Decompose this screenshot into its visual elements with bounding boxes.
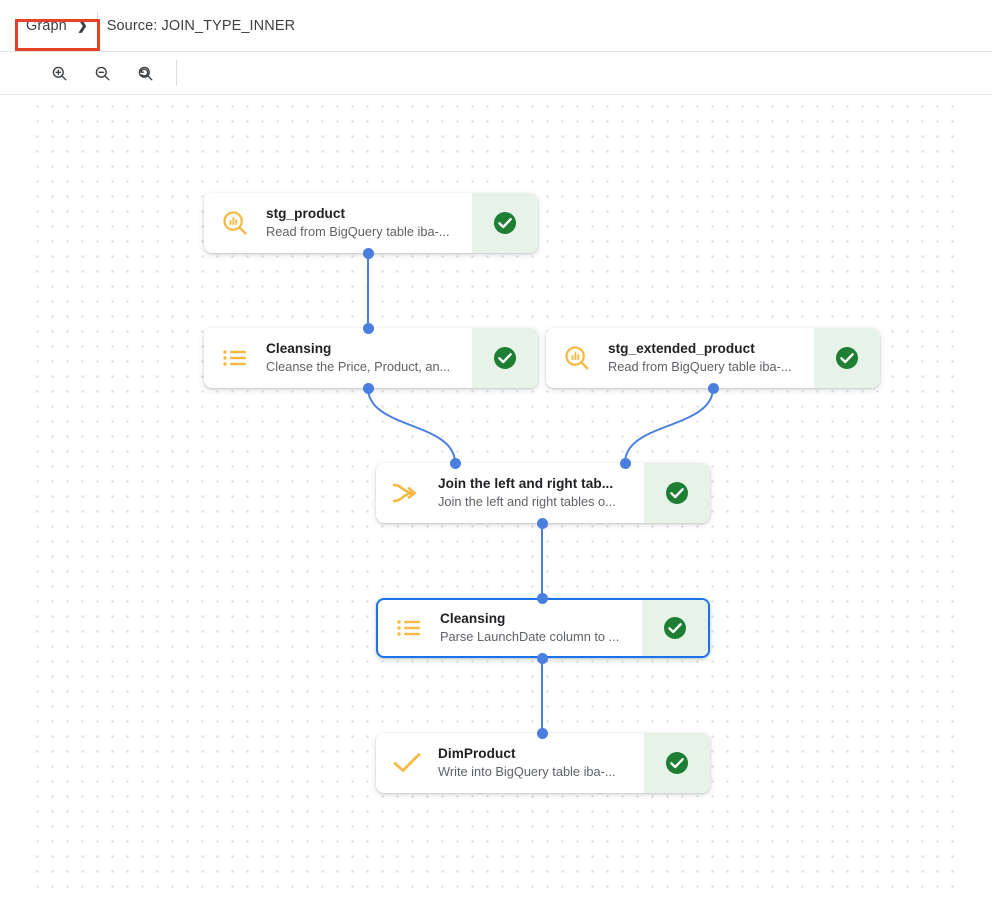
- status-success-icon: [494, 347, 516, 369]
- zoom-out-icon[interactable]: [87, 58, 117, 88]
- canvas-toolbar: [0, 52, 992, 95]
- breadcrumb-item-graph[interactable]: Graph: [26, 17, 67, 34]
- zoom-reset-icon[interactable]: [130, 58, 160, 88]
- zoom-in-icon[interactable]: [44, 58, 74, 88]
- status-success-icon: [666, 482, 688, 504]
- node-status-badge: [644, 733, 710, 793]
- breadcrumb: Graph ❯ Source: JOIN_TYPE_INNER: [0, 0, 295, 51]
- connection-port[interactable]: [362, 322, 374, 334]
- status-success-icon: [666, 752, 688, 774]
- breadcrumb-item-source: Source: JOIN_TYPE_INNER: [106, 17, 296, 34]
- node-status-badge: [644, 463, 710, 523]
- node-description: Parse LaunchDate column to ...: [440, 628, 620, 644]
- node-title: Join the left and right tab...: [438, 475, 614, 491]
- bigquery-source-icon: [546, 328, 608, 388]
- join-arrow-icon: [376, 463, 438, 523]
- sink-check-icon: [376, 733, 438, 793]
- bigquery-source-icon: [204, 193, 266, 253]
- node-title: stg_extended_product: [608, 340, 755, 356]
- node-status-badge: [472, 328, 538, 388]
- node-title: Cleansing: [440, 610, 506, 626]
- node-text: Join the left and right tab... Join the l…: [438, 463, 644, 523]
- list-transform-icon: [378, 600, 440, 656]
- list-transform-icon: [204, 328, 266, 388]
- node-title: stg_product: [266, 205, 346, 221]
- chevron-right-icon: ❯: [76, 17, 88, 33]
- breadcrumb-divider: [96, 12, 98, 39]
- connection-port[interactable]: [362, 247, 374, 259]
- status-success-icon: [664, 617, 686, 639]
- node-description: Read from BigQuery table iba-...: [266, 223, 450, 239]
- toolbar-divider: [176, 60, 177, 86]
- connection-port[interactable]: [536, 652, 548, 664]
- connection-port[interactable]: [536, 592, 548, 604]
- connection-port[interactable]: [619, 457, 631, 469]
- connection-port[interactable]: [449, 457, 461, 469]
- status-success-icon: [494, 212, 516, 234]
- node-title: Cleansing: [266, 340, 332, 356]
- status-success-icon: [836, 347, 858, 369]
- node-description: Join the left and right tables o...: [438, 493, 616, 509]
- node-description: Read from BigQuery table iba-...: [608, 358, 792, 374]
- graph-edge-e3: [624, 387, 714, 464]
- node-title: DimProduct: [438, 745, 516, 761]
- node-description: Cleanse the Price, Product, an...: [266, 358, 451, 374]
- connection-port[interactable]: [707, 382, 719, 394]
- graph-edge-e2: [367, 387, 456, 464]
- connection-port[interactable]: [536, 517, 548, 529]
- node-status-badge: [472, 193, 538, 253]
- node-description: Write into BigQuery table iba-...: [438, 763, 616, 779]
- graph-node-join_node[interactable]: Join the left and right tab... Join the l…: [376, 463, 710, 523]
- connection-port[interactable]: [362, 382, 374, 394]
- connection-port[interactable]: [536, 727, 548, 739]
- node-status-badge: [642, 600, 708, 656]
- header-bar: Graph ❯ Source: JOIN_TYPE_INNER: [0, 0, 992, 52]
- node-status-badge: [814, 328, 880, 388]
